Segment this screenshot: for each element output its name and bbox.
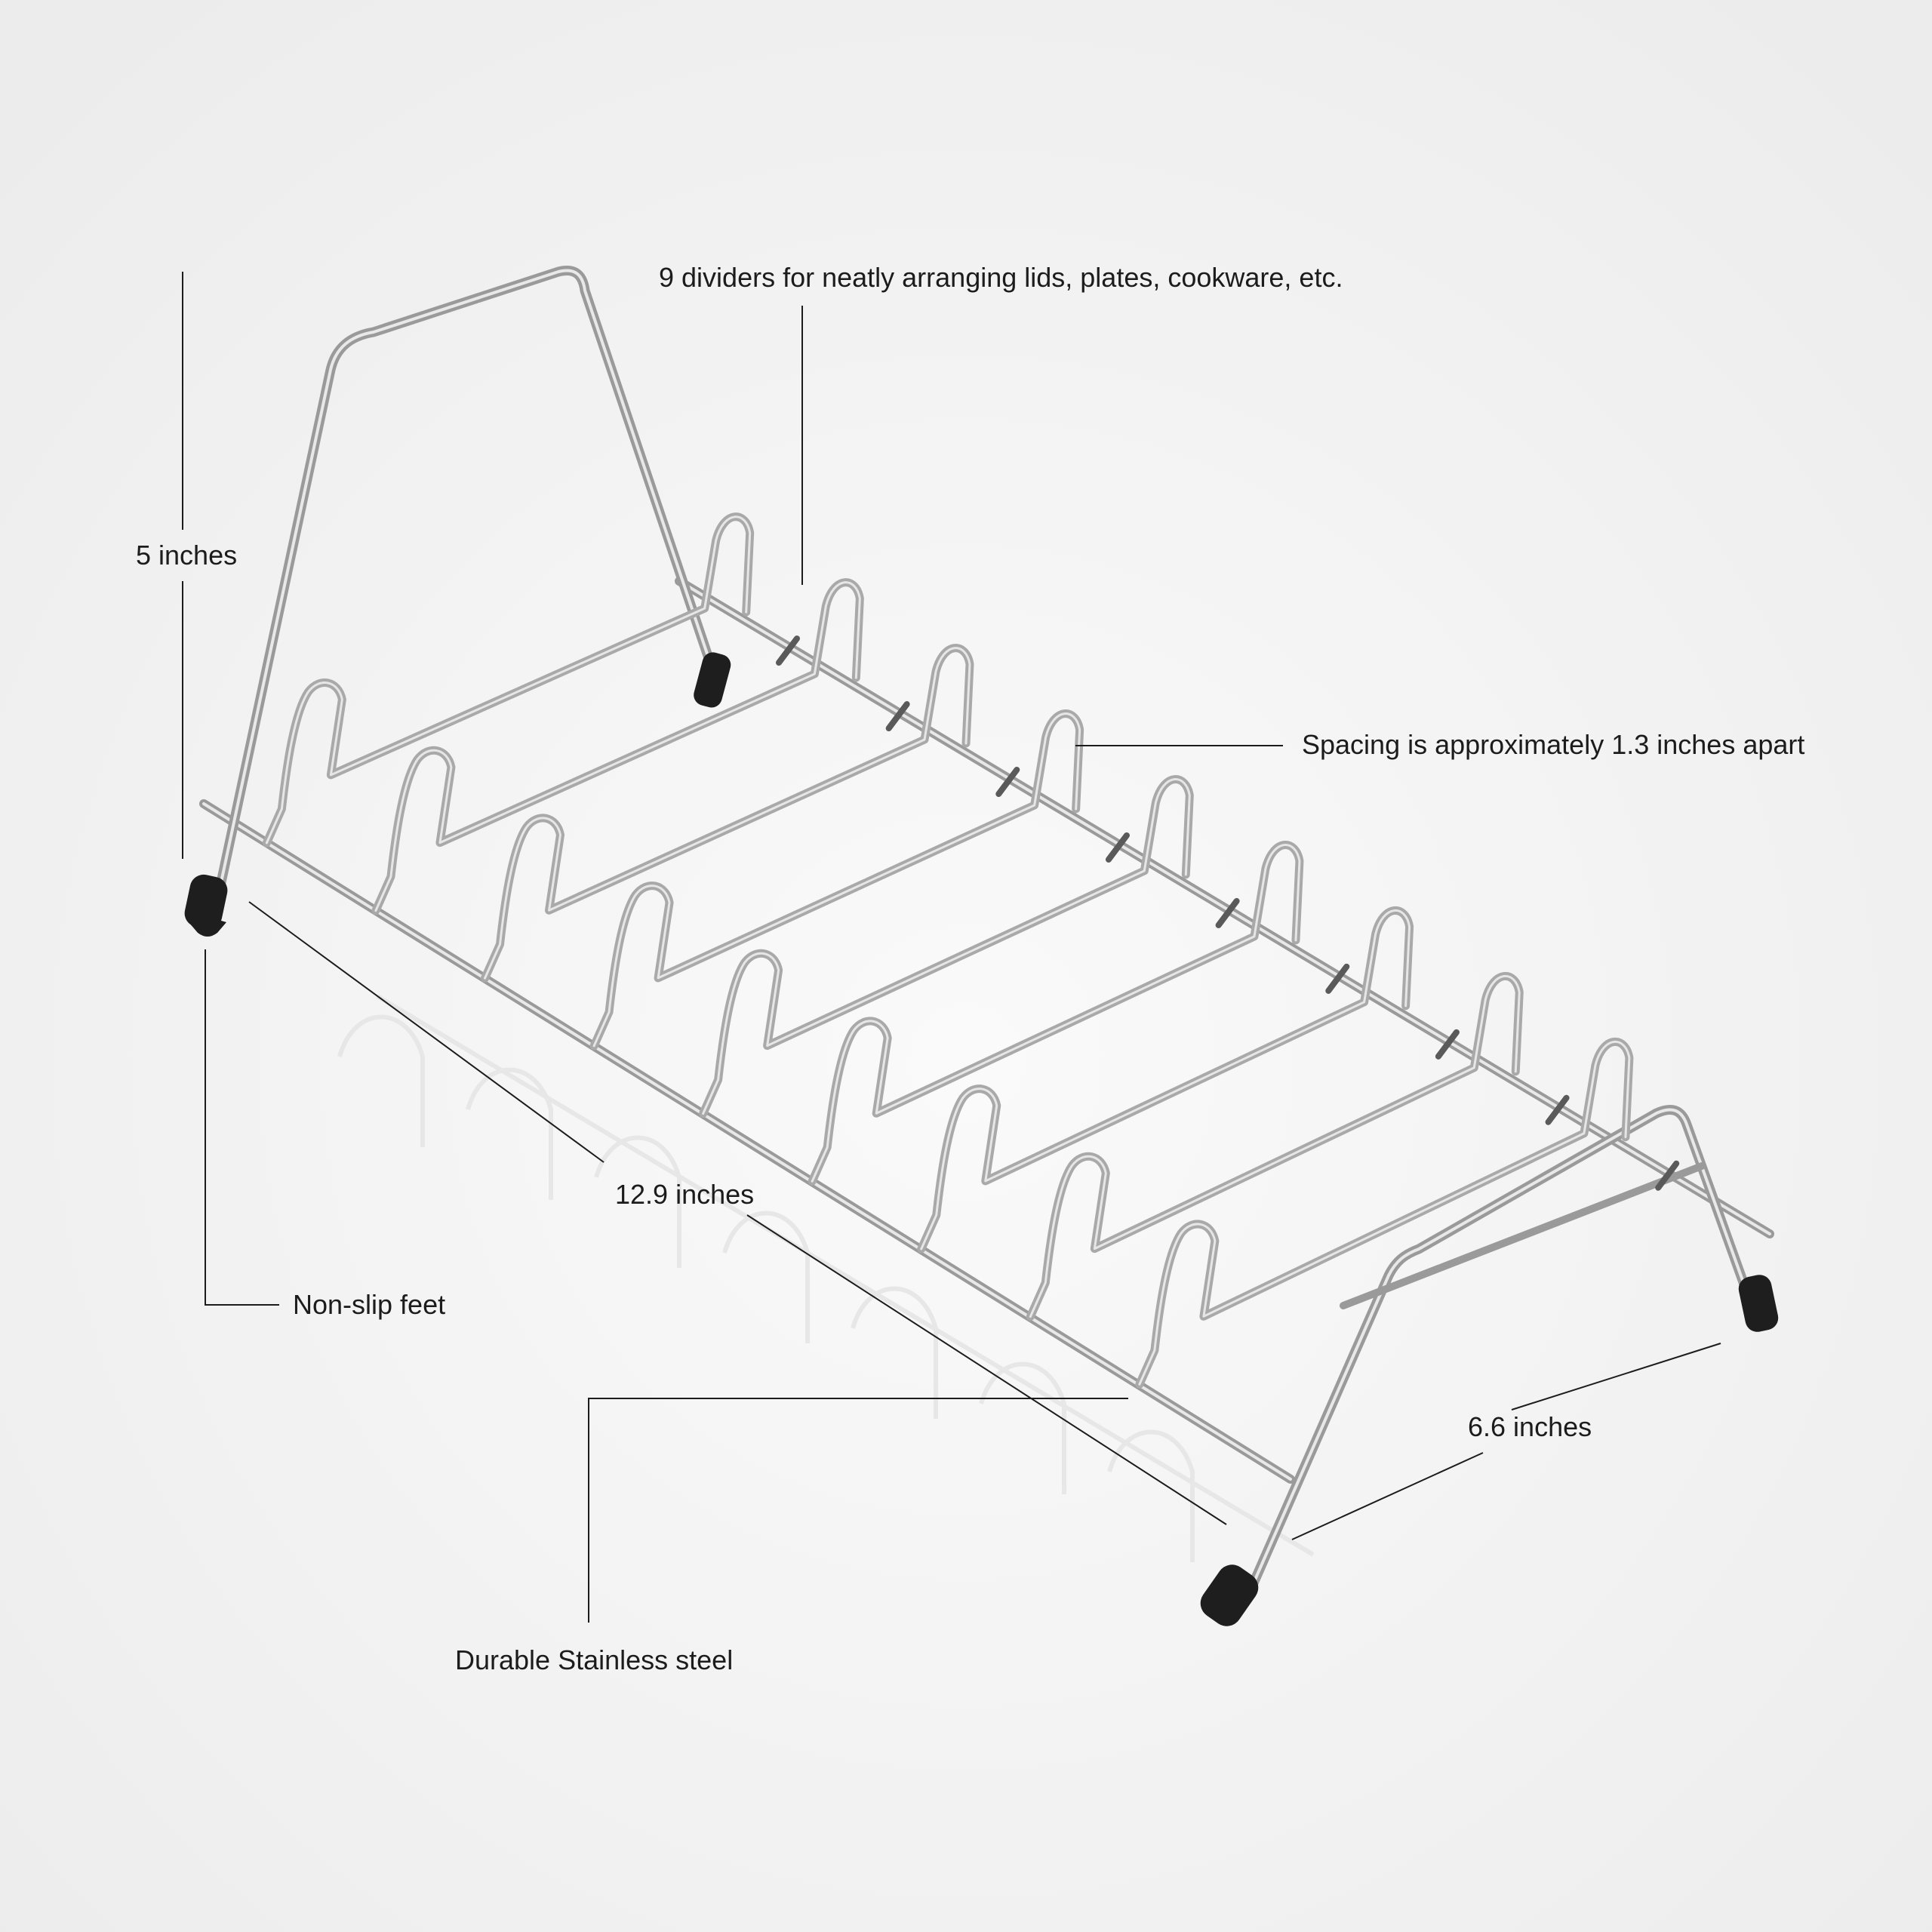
wire-frame: [199, 266, 1774, 1590]
foot-front-left-cap: [184, 874, 228, 930]
divider-highlight: [1138, 1040, 1631, 1386]
short-end-frame: [1247, 1105, 1764, 1590]
divider-highlight: [484, 647, 971, 980]
material-annotation: Durable Stainless steel: [455, 1644, 734, 1675]
peg: [1655, 1160, 1680, 1191]
feet-leader: [205, 949, 279, 1306]
peg: [1435, 1029, 1460, 1060]
divider-highlight: [374, 581, 861, 912]
peg: [885, 701, 910, 732]
front-rail: [199, 799, 1295, 1484]
divider-highlight: [920, 909, 1411, 1251]
foot-back-left: [694, 652, 731, 708]
feet-annotation: Non-slip feet: [293, 1289, 446, 1320]
peg: [995, 767, 1020, 797]
dividers: [262, 512, 1634, 1389]
divider-highlight: [1029, 974, 1521, 1318]
divider-highlight: [702, 778, 1191, 1115]
foot-back-right: [1738, 1275, 1779, 1332]
divider-highlight: [592, 712, 1081, 1048]
depth-annotation: 6.6 inches: [1468, 1411, 1592, 1442]
length-line-upper: [248, 901, 605, 1163]
depth-line-lower: [1291, 1452, 1484, 1540]
spacing-annotation: Spacing is approximately 1.3 inches apar…: [1302, 729, 1805, 760]
peg: [1325, 963, 1350, 994]
length-annotation: 12.9 inches: [615, 1179, 755, 1210]
leader-lines: [182, 272, 1721, 1623]
non-slip-feet: [184, 652, 1779, 1626]
foot-front-right: [1200, 1564, 1259, 1626]
tall-end-frame: [206, 266, 718, 934]
divider-highlight: [811, 844, 1301, 1183]
dividers-annotation: 9 dividers for neatly arranging lids, pl…: [659, 262, 1343, 293]
length-line-lower: [746, 1214, 1227, 1525]
divider-highlight: [265, 515, 752, 844]
peg: [1105, 832, 1130, 863]
height-annotation: 5 inches: [136, 540, 238, 571]
peg: [1215, 897, 1240, 928]
peg: [775, 635, 800, 666]
cross-pegs: [775, 635, 1680, 1191]
peg: [1545, 1094, 1570, 1125]
material-leader: [588, 1398, 1128, 1623]
depth-line-upper: [1511, 1343, 1721, 1411]
